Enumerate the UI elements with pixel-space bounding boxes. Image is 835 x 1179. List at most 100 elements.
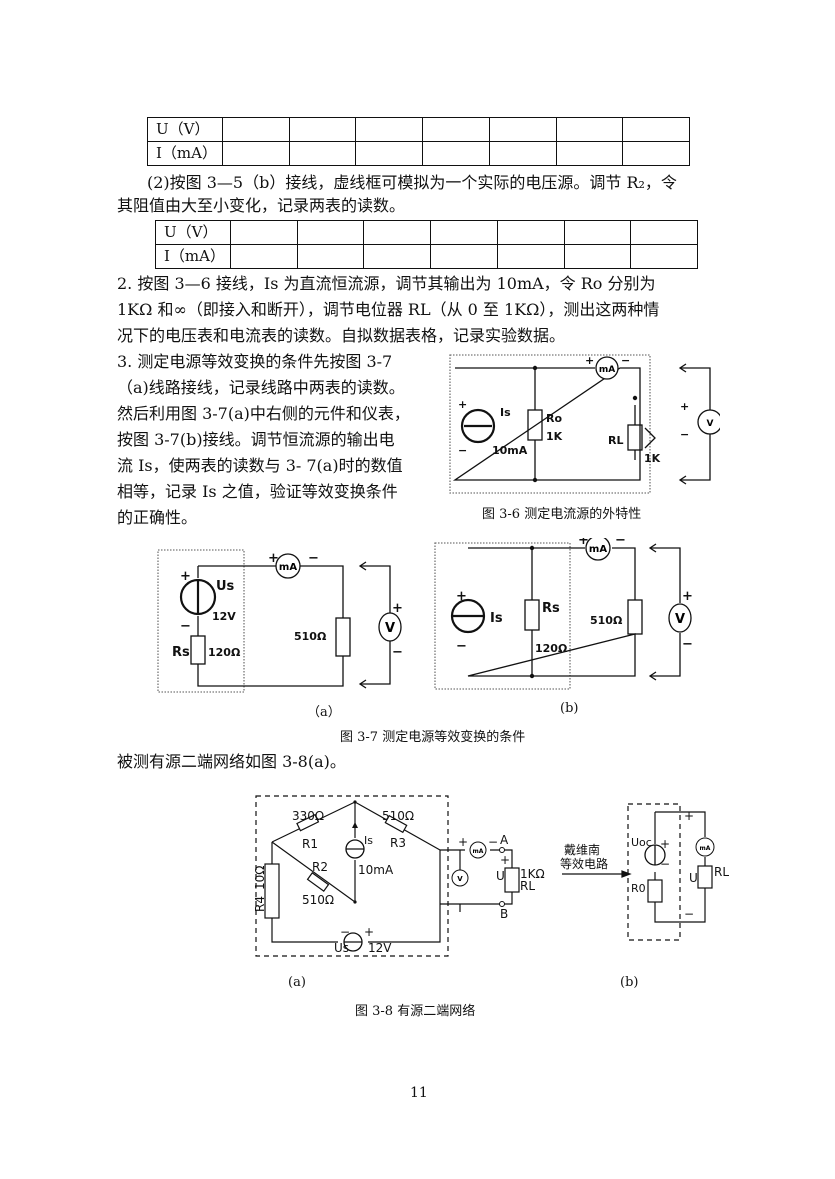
svg-text:1KΩ: 1KΩ [520, 867, 545, 881]
svg-text:R4: R4 [253, 896, 267, 912]
svg-text:Is: Is [364, 834, 373, 847]
svg-text:U: U [689, 871, 698, 885]
table-row: I（mA） [147, 141, 690, 166]
svg-text:R2: R2 [312, 860, 328, 874]
svg-text:10mA: 10mA [358, 863, 394, 877]
svg-text:+: + [660, 837, 670, 851]
row-label: I（mA） [147, 141, 223, 166]
current-source-icon [450, 598, 486, 634]
svg-text:RL: RL [608, 434, 623, 447]
svg-text:12V: 12V [368, 941, 392, 955]
voltmeter-icon: V [378, 612, 402, 642]
ammeter-icon: mA [585, 538, 611, 561]
paragraph-3-line-2: （a)线路接线，记录线路中两表的读数。 [117, 378, 405, 397]
svg-text:Us: Us [334, 941, 349, 955]
svg-text:V: V [457, 875, 463, 883]
table-row: U（V） [155, 220, 698, 245]
svg-text:+: + [578, 538, 589, 548]
ammeter-icon: mA [469, 841, 487, 859]
svg-text:Us: Us [216, 579, 235, 594]
svg-text:120Ω: 120Ω [208, 646, 241, 659]
paragraph-3-line-6: 相等，记录 Is 之值，验证等效变换条件 [117, 482, 398, 501]
svg-text:−: − [308, 551, 319, 566]
svg-text:−: − [621, 354, 630, 367]
row-label: U（V） [147, 117, 223, 142]
svg-text:Rs: Rs [172, 645, 190, 660]
svg-text:510Ω: 510Ω [382, 809, 414, 823]
svg-text:−: − [458, 444, 467, 457]
svg-text:RL: RL [714, 865, 729, 879]
svg-text:Uoc: Uoc [631, 836, 652, 849]
svg-text:+: + [392, 601, 403, 616]
svg-text:+: + [458, 398, 467, 411]
svg-text:+: + [680, 400, 689, 413]
svg-text:−: − [456, 639, 467, 654]
svg-text:−: − [684, 907, 694, 921]
figure-3-7-b-label: (b) [560, 701, 579, 716]
svg-text:1K: 1K [546, 430, 563, 443]
svg-text:U: U [496, 869, 505, 883]
voltmeter-icon: V [697, 409, 720, 435]
svg-text:Ro: Ro [546, 412, 562, 425]
paragraph-3-line-3: 然后利用图 3-7(a)中右侧的元件和仪表， [117, 404, 410, 423]
svg-text:Is: Is [500, 406, 511, 419]
svg-text:10mA: 10mA [492, 444, 528, 457]
svg-text:10Ω: 10Ω [253, 866, 267, 890]
svg-text:Is: Is [490, 611, 503, 626]
svg-text:+: + [456, 589, 467, 604]
table-row: U（V） [147, 117, 690, 142]
svg-text:−: − [682, 637, 693, 652]
svg-text:mA: mA [589, 544, 607, 555]
svg-text:510Ω: 510Ω [590, 614, 623, 627]
figure-3-8-circuits: mA mA V 330Ω R1 510Ω R3 Is 10mA R2 510Ω … [253, 795, 729, 957]
svg-text:mA: mA [599, 365, 615, 375]
svg-text:mA: mA [279, 562, 297, 573]
figure-3-7-caption: 图 3-7 测定电源等效变换的条件 [340, 730, 526, 745]
paragraph-2-line-2: 1KΩ 和∞（即接入和断开），调节电位器 RL（从 0 至 1KΩ），测出这两种… [117, 300, 660, 319]
figure-3-6-circuit: mA V + − + − + − Is 10mA Ro 1K RL 1K [449, 354, 720, 494]
svg-text:mA: mA [473, 848, 484, 855]
row-label: I（mA） [155, 244, 231, 269]
figure-3-7-circuits: mA mA V V +− +− +− +− +− +− Us 12V Rs 12… [157, 538, 693, 693]
svg-text:V: V [675, 612, 685, 627]
paragraph-1-line-2: 其阻值由大至小变化，记录两表的读数。 [117, 196, 406, 215]
svg-text:V: V [707, 419, 714, 429]
svg-text:−: − [680, 428, 689, 441]
paragraph-1-line-1: (2)按图 3—5（b）接线，虚线框可模拟为一个实际的电压源。调节 R₂，令 [147, 173, 677, 192]
data-table-1: U（V） I（mA） [147, 117, 690, 166]
svg-text:+: + [458, 835, 468, 849]
paragraph-2-line-3: 况下的电压表和电流表的读数。自拟数据表格，记录实验数据。 [117, 326, 566, 345]
svg-text:510Ω: 510Ω [302, 893, 334, 907]
ammeter-icon: mA [275, 553, 301, 579]
svg-text:+: + [682, 589, 693, 604]
svg-text:−: − [488, 835, 498, 849]
svg-text:+: + [268, 551, 279, 566]
svg-text:+: + [585, 354, 594, 367]
figure-3-7-a-label: （a） [307, 705, 341, 720]
voltage-source-icon [644, 844, 666, 866]
svg-text:V: V [385, 621, 395, 636]
svg-text:R3: R3 [390, 836, 406, 850]
current-source-icon [345, 822, 365, 859]
voltage-source-icon [179, 578, 217, 616]
page-number: 11 [410, 1085, 428, 1101]
resistor-r1-icon [296, 813, 320, 832]
paragraph-3-line-5: 流 Is，使两表的读数与 3- 7(a)时的数值 [117, 456, 403, 475]
figure-3-6-caption: 图 3-6 测定电流源的外特性 [482, 507, 642, 522]
voltmeter-icon: V [668, 603, 692, 633]
figure-3-8-b-label: (b) [620, 975, 639, 990]
svg-text:12V: 12V [212, 610, 236, 623]
current-source-icon [460, 408, 496, 444]
svg-text:R1: R1 [302, 837, 318, 851]
svg-text:1K: 1K [644, 452, 661, 465]
svg-text:R0: R0 [631, 882, 646, 895]
voltage-source-icon [343, 932, 363, 952]
resistor-r2-icon [306, 872, 330, 892]
svg-text:+: + [364, 925, 374, 939]
svg-text:−: − [180, 619, 191, 634]
svg-text:Rs: Rs [542, 601, 560, 616]
paragraph-4: 被测有源二端网络如图 3-8(a)。 [117, 752, 346, 771]
svg-text:A: A [500, 833, 509, 847]
svg-text:+: + [500, 853, 510, 867]
voltmeter-icon: V [451, 869, 469, 887]
